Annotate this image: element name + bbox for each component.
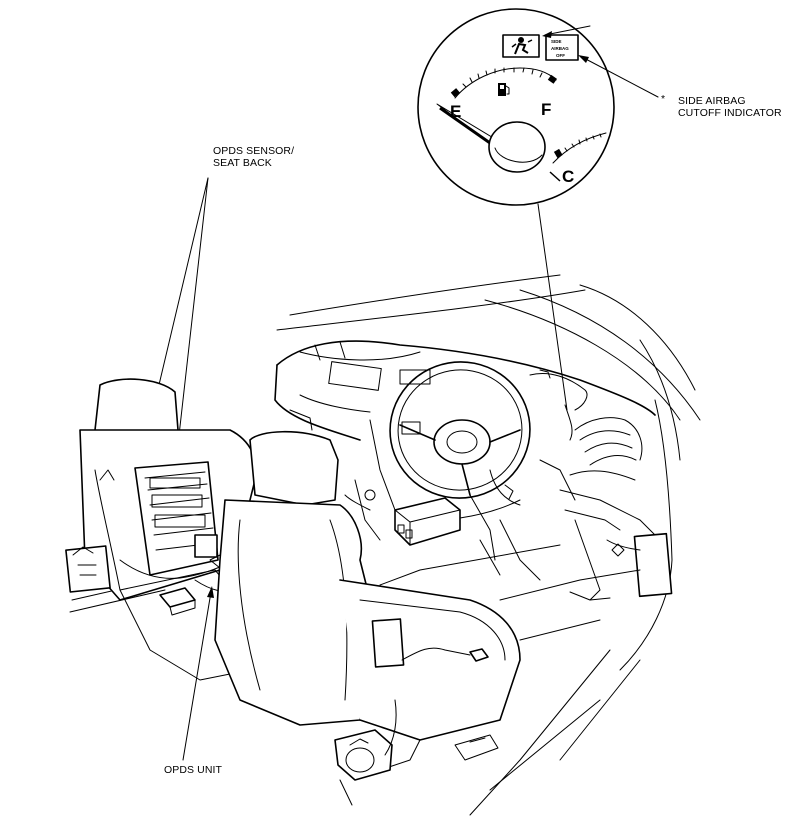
passenger-seat (214, 430, 521, 781)
opds-sensor-pad (134, 461, 219, 576)
indicator-text-off: OFF (556, 53, 565, 58)
car-body (69, 274, 701, 816)
side-airbag-asterisk: * (661, 93, 666, 105)
floor (339, 544, 641, 806)
opds-sensor-label-line2: SEAT BACK (213, 157, 272, 169)
opds-unit (159, 587, 196, 616)
side-airbag-label-line1: SIDE AIRBAG (678, 95, 746, 107)
indicator-text-side: SIDE (551, 39, 562, 44)
gauge-leader-line (537, 203, 568, 411)
fuel-pump-icon (498, 83, 510, 96)
steering-wheel (389, 361, 531, 561)
indicator-text-airbag: AIRBAG (551, 46, 569, 51)
side-airbag-off-icon: SIDE AIRBAG OFF (545, 34, 579, 61)
gauge-callout-circle (417, 8, 615, 206)
opds-unit-label: OPDS UNIT (164, 764, 223, 776)
gauge-cold-label: C (562, 167, 574, 186)
gauge-hub (488, 121, 546, 173)
gauge-callout: E F C (417, 8, 615, 206)
dashboard (274, 340, 673, 601)
side-airbag-leaders (542, 25, 659, 98)
gauge-full-label: F (541, 100, 551, 119)
srs-unit (394, 497, 541, 581)
temp-gauge-ticks (553, 133, 602, 158)
fuel-gauge-ticks (450, 67, 557, 98)
side-airbag-label-line2: CUTOFF INDICATOR (678, 107, 782, 119)
gauge-empty-label: E (450, 102, 461, 121)
opds-sensor-label-line1: OPDS SENSOR/ (213, 145, 295, 157)
passenger-airbag-icon (502, 34, 540, 58)
